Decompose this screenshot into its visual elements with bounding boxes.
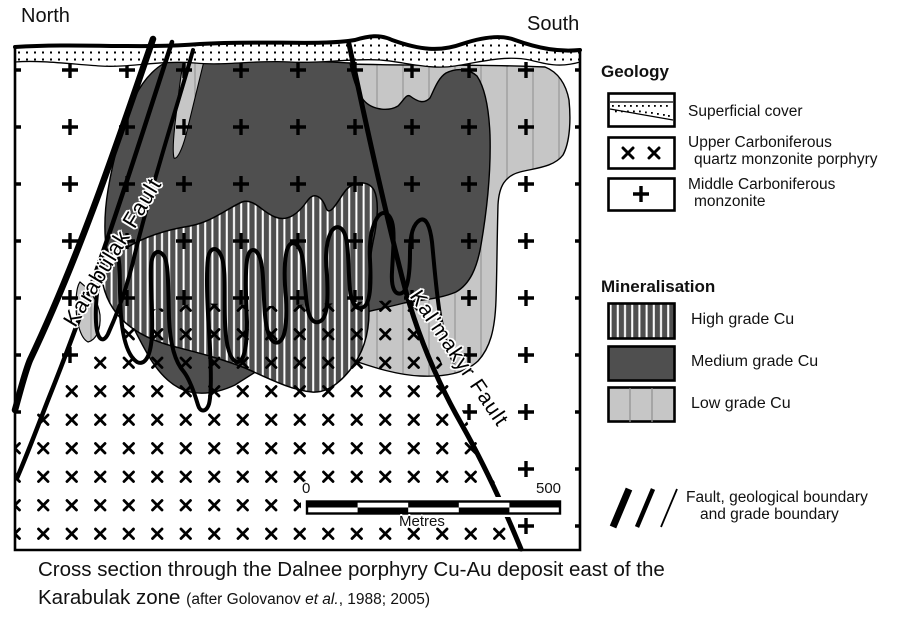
- surface-line: [13, 34, 582, 53]
- geology-legend-title: Geology: [601, 62, 670, 81]
- superficial-cover-dots: [15, 36, 580, 68]
- superficial-cover-base-line: [14, 57, 581, 68]
- qmp-label-line2: quartz monzonite porphyry: [694, 151, 878, 168]
- monzonite-label-line2: monzonite: [694, 193, 766, 210]
- high-grade-label: High grade Cu: [691, 311, 795, 328]
- fault-note-label: Fault, geological boundary and grade bou…: [686, 489, 868, 523]
- fault-note-line2: and grade boundary: [700, 506, 839, 523]
- mineralisation-legend-title: Mineralisation: [601, 277, 716, 296]
- superficial-cover-swatch: [607, 92, 676, 128]
- geological-boundary-line: [93, 48, 456, 413]
- caption-credit-post: , 1988; 2005): [338, 591, 431, 608]
- high-grade-swatch: [607, 302, 676, 340]
- quartz-monzonite-porphyry-label: Upper Carboniferous quartz monzonite por…: [688, 134, 878, 168]
- caption-credit-italic: et al.: [305, 591, 339, 608]
- scale-bar: [301, 497, 565, 517]
- low-grade-label: Low grade Cu: [691, 395, 791, 412]
- scale-zero-label: 0: [302, 480, 311, 497]
- quartz-monzonite-porphyry-swatch: [607, 136, 676, 170]
- cross-section-canvas: [11, 34, 582, 552]
- north-label: North: [21, 5, 70, 27]
- superficial-cover-label: Superficial cover: [688, 103, 803, 120]
- caption-line1: Cross section through the Dalnee porphyr…: [38, 558, 665, 581]
- fault-note-line1: Fault, geological boundary: [686, 489, 868, 506]
- qmp-label-line1: Upper Carboniferous: [688, 134, 832, 151]
- caption-line2-main: Karabulak zone: [38, 586, 181, 609]
- section-frame: [13, 47, 582, 552]
- karabulak-fault-line-1: [11, 35, 157, 414]
- caption-credit: (after Golovanov et al., 1988; 2005): [186, 591, 430, 608]
- kalmakyr-fault-line: [346, 41, 524, 552]
- monzonite-swatch: [607, 177, 676, 212]
- fault-symbol: [609, 487, 678, 529]
- karabulak-fault-line-2: [14, 39, 175, 481]
- caption-line2: Karabulak zone (after Golovanov et al., …: [38, 586, 430, 610]
- scale-max-label: 500: [536, 480, 562, 497]
- medium-grade-label: Medium grade Cu: [691, 353, 819, 370]
- medium-grade-swatch: [607, 345, 676, 382]
- caption-credit-pre: (after Golovanov: [186, 591, 306, 608]
- monzonite-label-line1: Middle Carboniferous: [688, 176, 836, 193]
- low-grade-swatch: [607, 386, 676, 423]
- scale-unit-label: Metres: [399, 513, 445, 530]
- monzonite-label: Middle Carboniferous monzonite: [688, 176, 835, 210]
- south-label: South: [527, 13, 580, 35]
